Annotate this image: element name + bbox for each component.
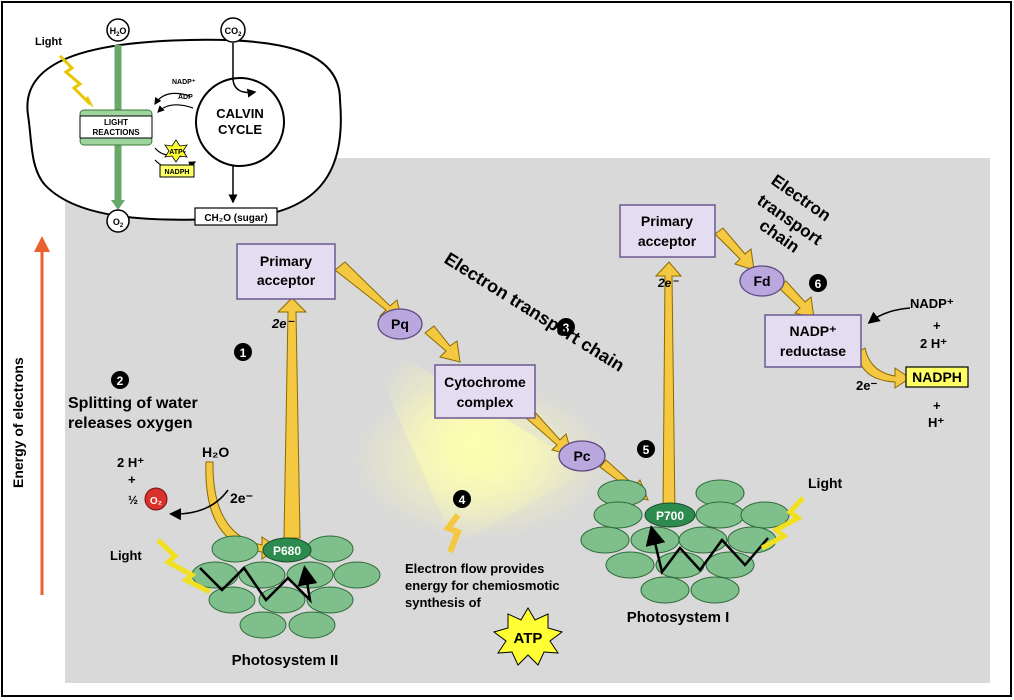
psi-2e-label: 2e⁻ (657, 276, 679, 290)
psii-plus-label: + (128, 472, 136, 487)
psi-energy-path (645, 525, 769, 575)
calvin-label-2: CYCLE (218, 122, 262, 137)
psii-2h-label: 2 H⁺ (117, 455, 144, 470)
atp-bolt (443, 513, 462, 554)
pq-carrier (377, 308, 423, 340)
inset-atp-star (164, 139, 188, 163)
cytochrome-box (434, 364, 536, 419)
co2-circle (220, 17, 246, 43)
fd-label: Fd (753, 273, 770, 289)
psi-lightning (760, 496, 805, 551)
arrow-to-fd (714, 227, 755, 271)
step-5-badge: 5 (643, 443, 650, 457)
nadph-box (905, 366, 969, 388)
atp-label: ATP (514, 630, 543, 647)
water-splitting-label-1: Splitting of water (68, 395, 198, 412)
nadp-plus-label: + (933, 318, 941, 333)
inset-lightning (58, 54, 92, 106)
inset-h2o: H2O (110, 26, 127, 38)
pq-label: Pq (391, 316, 409, 332)
photosystem-i-label: Photosystem I (627, 609, 730, 626)
inset-adp: ADP (178, 94, 193, 101)
photosystem-ii-label: Photosystem II (232, 652, 339, 669)
chloroplast-membrane (26, 38, 342, 221)
nadph-label: NADPH (912, 369, 962, 385)
nadp-input-arrow (867, 307, 911, 324)
water-splitting-label-2: releases oxygen (68, 415, 193, 432)
psii-h2o-label: H₂O (202, 444, 229, 460)
psii-up-arrow (276, 297, 308, 539)
cytochrome-label-2: complex (457, 394, 514, 410)
p700-center (644, 502, 696, 528)
psii-acceptor-label-1: Primary (260, 253, 312, 269)
inset-sugar: CH₂O (sugar) (204, 213, 267, 224)
pc-label: Pc (573, 448, 590, 464)
nadph-plus-label: + (933, 398, 941, 413)
nadp-input-label: NADP⁺ (910, 296, 954, 311)
step-4-badge: 4 (459, 493, 466, 507)
psi-up-arrow (654, 261, 683, 516)
psii-half-label: ½ (128, 493, 138, 507)
arrow-to-cytochrome (424, 325, 461, 363)
cytochrome-label-1: Cytochrome (444, 374, 526, 390)
electron-flow-label-1: Electron flow provides (405, 561, 544, 576)
atp-star (492, 607, 564, 666)
psi-acceptor-label-1: Primary (641, 213, 693, 229)
p700-label: P700 (656, 509, 684, 523)
calvin-label-1: CALVIN (216, 106, 263, 121)
reductase-label-1: NADP⁺ (789, 323, 836, 339)
nadp-reductase-box (764, 314, 862, 368)
psii-lightning (156, 538, 212, 595)
step-2-badge: 2 (117, 374, 124, 388)
step-1-badge: 1 (240, 346, 247, 360)
p680-label: P680 (273, 544, 301, 558)
electron-flow-label-2: energy for chemiosmotic (405, 578, 560, 593)
psii-2e-label: 2e⁻ (271, 316, 295, 331)
oxygen-release-arrow (169, 489, 229, 521)
p680-center (262, 537, 312, 563)
reductase-label-2: reductase (780, 343, 846, 359)
psi-acceptor-label-2: acceptor (638, 233, 697, 249)
psii-water-2e-label: 2e⁻ (230, 490, 253, 506)
nadp-2h-label: 2 H⁺ (920, 336, 947, 351)
fd-carrier (739, 265, 785, 297)
chloroplast-inset: H2O O2 CO2 CALVIN CYCLE LIGHT REACTIONS … (26, 17, 342, 233)
h2o-circle (106, 18, 130, 42)
nadph-h-label: H⁺ (928, 415, 944, 430)
calvin-cycle-circle (195, 77, 285, 167)
inset-atp: ATP (169, 149, 183, 156)
inset-co2: CO2 (225, 26, 243, 38)
psii-primary-acceptor-box (236, 243, 336, 300)
energy-axis-label: Energy of electrons (10, 357, 26, 488)
psii-o2-label: O₂ (150, 496, 162, 507)
psii-acceptor-label-2: acceptor (257, 272, 316, 288)
psi-primary-acceptor-box (619, 204, 716, 258)
step-6-badge: 6 (815, 277, 822, 291)
step-badges: 1 2 3 4 5 6 (111, 274, 827, 508)
inset-nadp: NADP⁺ (172, 79, 196, 86)
arrow-to-reductase (777, 280, 815, 319)
psii-light-label: Light (110, 548, 142, 563)
reductase-2e-label: 2e⁻ (856, 378, 877, 393)
electron-flow-label-3: synthesis of (405, 595, 482, 610)
psii-energy-path (199, 565, 318, 604)
oxygen-molecule (144, 487, 168, 511)
light-reactions-label-2: REACTIONS (92, 128, 140, 137)
inset-nadph: NADPH (165, 169, 190, 176)
inset-light-label: Light (35, 36, 62, 48)
step-3-badge: 3 (563, 321, 570, 335)
inset-o2: O2 (113, 217, 124, 229)
psi-light-label: Light (808, 475, 843, 491)
o2-circle (106, 209, 130, 233)
pc-carrier (558, 440, 606, 472)
light-reactions-label-1: LIGHT (104, 118, 128, 127)
